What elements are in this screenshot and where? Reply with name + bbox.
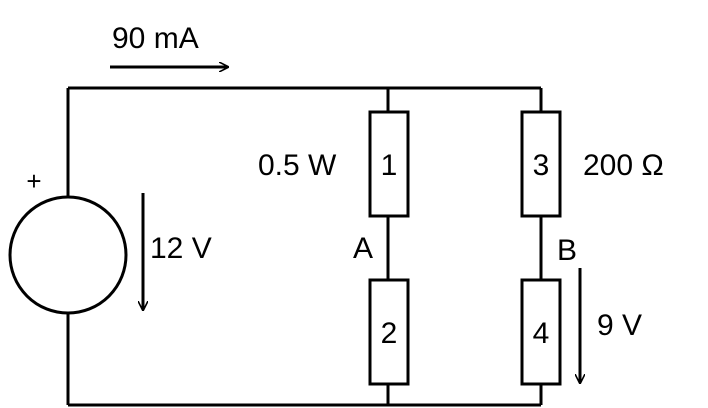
resistor-3-number: 3	[533, 149, 550, 182]
resistor-1-number: 1	[381, 149, 398, 182]
resistor-4	[520, 278, 562, 386]
resistor-1-power-label: 0.5 W	[258, 149, 337, 182]
node-a-label: A	[353, 232, 373, 265]
current-label: 90 mA	[112, 22, 199, 55]
voltage-source-symbol	[8, 195, 128, 315]
resistor-2	[368, 278, 410, 386]
resistor-2-number: 2	[381, 317, 398, 350]
source-voltage-label: 12 V	[150, 232, 212, 265]
plus-sign: +	[26, 166, 41, 196]
resistor-1	[368, 110, 410, 218]
node-b-label: B	[557, 234, 577, 267]
resistor-3-resistance-label: 200 Ω	[583, 149, 664, 182]
resistor-4-voltage-label: 9 V	[597, 309, 642, 342]
resistor-4-number: 4	[533, 317, 550, 350]
resistor-3	[520, 110, 562, 218]
